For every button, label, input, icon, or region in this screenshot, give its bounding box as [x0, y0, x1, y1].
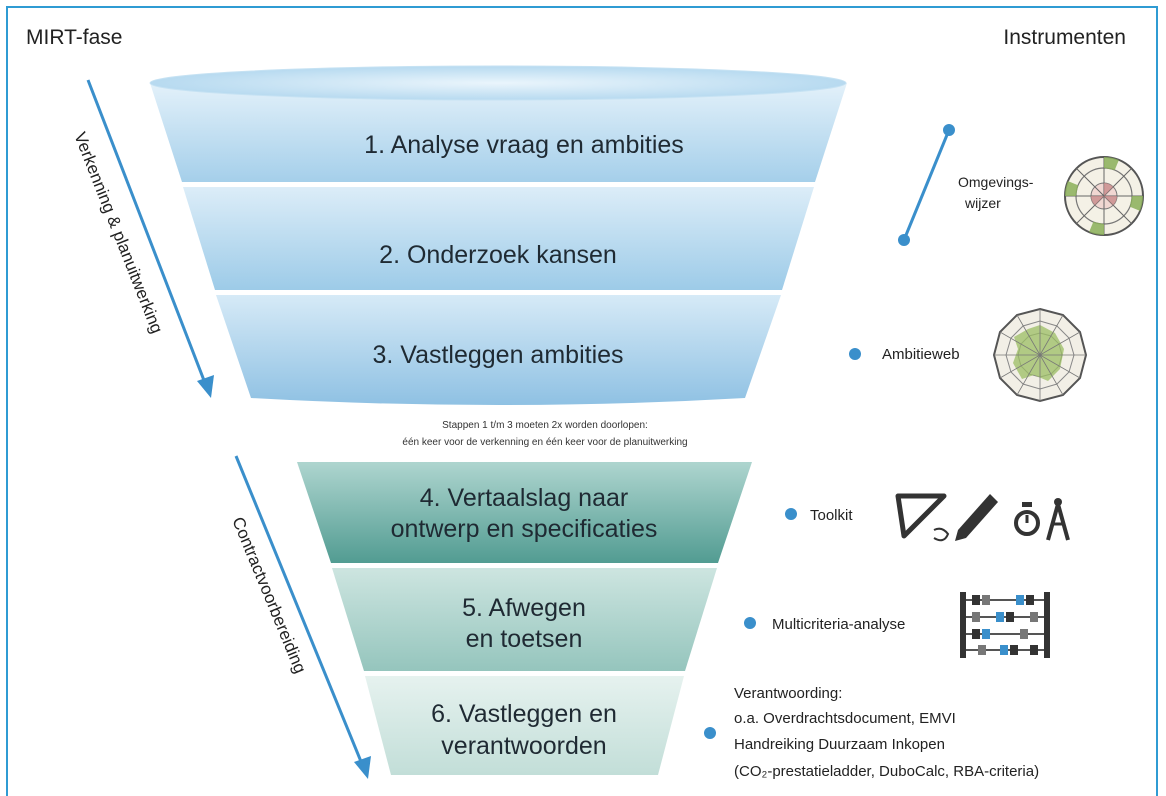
omgevingswijzer-label-line2: wijzer	[964, 195, 1001, 211]
funnel-band-4	[297, 462, 752, 563]
funnel-band-6	[365, 676, 684, 775]
multicriteria-bullet	[744, 617, 756, 629]
stage-2-label: 2. Onderzoek kansen	[379, 241, 617, 269]
upper-funnel	[149, 65, 847, 405]
stage-6-label-line1: 6. Vastleggen en	[431, 700, 617, 728]
omgevingswijzer-wheel-icon	[1064, 156, 1144, 236]
phase-arrow-1	[86, 79, 214, 398]
repeat-note-line1: Stappen 1 t/m 3 moeten 2x worden doorlop…	[442, 420, 648, 431]
stage-1-label: 1. Analyse vraag en ambities	[364, 131, 684, 159]
abacus-icon	[960, 592, 1050, 658]
multicriteria-label: Multicriteria-analyse	[772, 616, 905, 633]
stage-4-label-line1: 4. Vertaalslag naar	[420, 484, 628, 512]
lower-funnel	[297, 462, 752, 775]
compass-icon	[1046, 498, 1070, 541]
stage-6-label-line2: verantwoorden	[441, 732, 606, 760]
pen-icon	[955, 494, 998, 541]
mirt-phase-header: MIRT-fase	[26, 26, 123, 49]
stopwatch-icon	[1014, 502, 1040, 536]
repeat-note-line2: één keer voor de verkenning en één keer …	[402, 437, 687, 448]
funnel-band-5	[332, 568, 717, 671]
arrowhead-1	[197, 375, 214, 398]
ambitieweb-web-icon	[992, 307, 1088, 403]
toolkit-bullet	[785, 508, 797, 520]
arrowhead-2	[354, 756, 371, 779]
stage-5-label-line2: en toetsen	[466, 625, 583, 653]
stage-5-label-line1: 5. Afwegen	[462, 594, 586, 622]
funnel-band-3	[216, 295, 781, 405]
verantwoording-label-line4: (CO₂-prestatieladder, DuboCalc, RBA-crit…	[734, 763, 1039, 780]
omgevingswijzer-connector	[898, 124, 955, 246]
funnel-rim	[149, 65, 847, 101]
verantwoording-label-line2: o.a. Overdrachtsdocument, EMVI	[734, 710, 956, 727]
stage-4-label-line2: ontwerp en specificaties	[391, 515, 658, 543]
phase-arrow-2	[234, 455, 371, 779]
verantwoording-label-line1: Verantwoording:	[734, 685, 842, 702]
set-square-icon	[895, 493, 950, 542]
stage-3-label: 3. Vastleggen ambities	[372, 341, 623, 369]
omgevingswijzer-label-line1: Omgevings-	[958, 174, 1034, 190]
verantwoording-label-line3: Handreiking Duurzaam Inkopen	[734, 736, 945, 753]
funnel-band-2	[183, 187, 814, 290]
instruments-header: Instrumenten	[1003, 26, 1126, 49]
toolkit-tools-icon	[895, 493, 1070, 542]
toolkit-label: Toolkit	[810, 507, 853, 524]
funnel-band-1	[150, 83, 847, 182]
verantwoording-bullet	[704, 727, 716, 739]
ambitieweb-bullet	[849, 348, 861, 360]
ambitieweb-label: Ambitieweb	[882, 346, 960, 363]
